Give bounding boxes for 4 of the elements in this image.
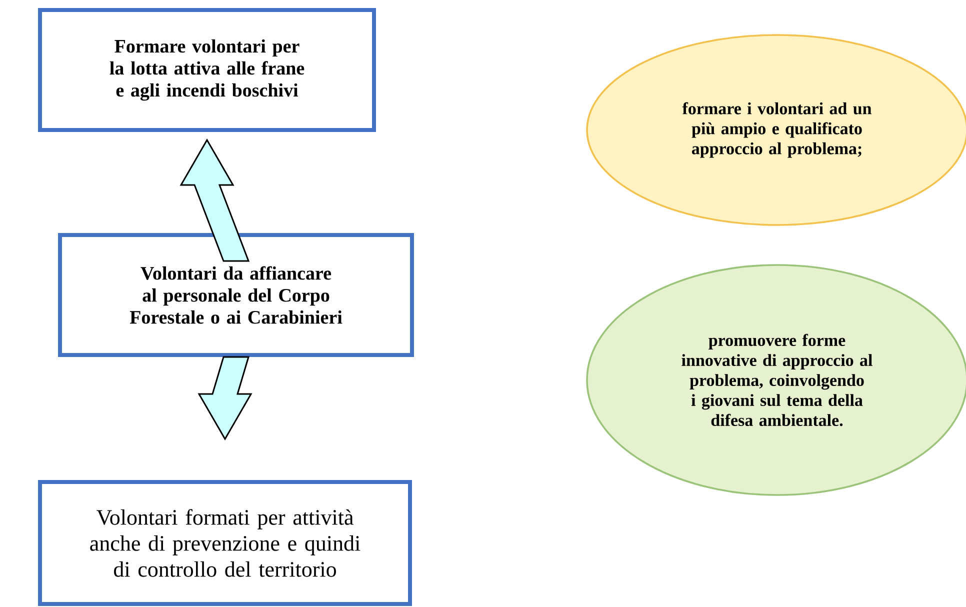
- process-box: Volontari formati per attività anche di prevenzione e quindi di controllo del territorio: [38, 480, 412, 606]
- block-arrow: [198, 356, 252, 440]
- process-box: Formare volontari per la lotta attiva alle frane e agli incendi boschivi: [38, 8, 376, 132]
- process-box: Volontari da affiancare al personale del Corpo Forestale o ai Carabinieri: [58, 233, 414, 357]
